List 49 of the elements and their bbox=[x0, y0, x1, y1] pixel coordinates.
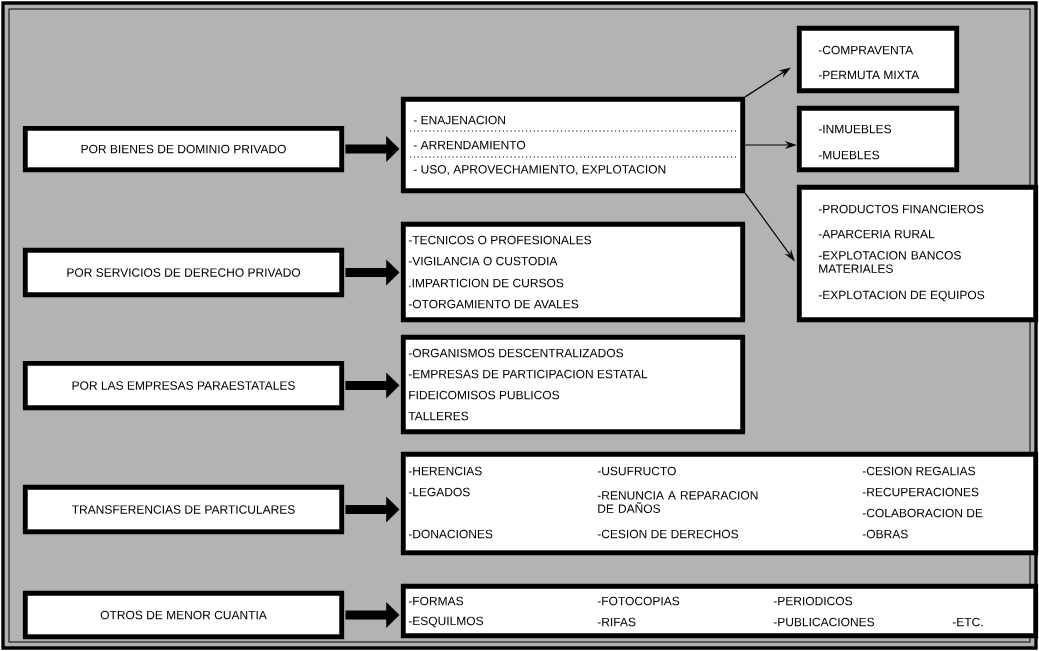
list-box bbox=[400, 334, 746, 435]
list-item: -CESION REGALIAS bbox=[862, 466, 976, 476]
list-box bbox=[796, 105, 960, 173]
list-box bbox=[400, 96, 746, 194]
category-box: POR BIENES DE DOMINIO PRIVADO bbox=[22, 125, 345, 173]
list-item: -ORGANISMOS DESCENTRALIZADOS bbox=[408, 348, 624, 358]
list-box bbox=[400, 451, 1039, 556]
list-item: -RIFAS bbox=[597, 617, 636, 627]
list-item: -USUFRUCTO bbox=[597, 466, 676, 476]
list-item: FIDEICOMISOS PUBLICOS bbox=[409, 390, 560, 400]
category-box: POR SERVICIOS DE DERECHO PRIVADO bbox=[22, 247, 345, 298]
list-item: -CESION DE DERECHOS bbox=[597, 529, 739, 539]
list-item: -ESQUILMOS bbox=[408, 616, 484, 628]
list-item: -COMPRAVENTA bbox=[818, 45, 914, 55]
list-box bbox=[796, 184, 1039, 323]
list-box bbox=[400, 221, 746, 323]
list-box bbox=[796, 25, 960, 94]
list-item: -RECUPERACIONES bbox=[862, 487, 979, 497]
list-item: -COLABORACION DE bbox=[862, 508, 983, 518]
list-box bbox=[400, 583, 1039, 639]
list-item: -PERMUTA MIXTA bbox=[818, 70, 920, 80]
list-item: -RENUNCIA A REPARACION DE DAÑOS bbox=[597, 491, 758, 513]
category-box: TRANSFERENCIAS DE PARTICULARES bbox=[22, 484, 345, 535]
list-item: -FORMAS bbox=[408, 596, 464, 606]
list-item: TALLERES bbox=[408, 411, 469, 421]
category-box: OTROS DE MENOR CUANTIA bbox=[22, 590, 345, 640]
list-item: - USO, APROVECHAMIENTO, EXPLOTACION bbox=[413, 165, 666, 175]
list-item: -INMUEBLES bbox=[818, 124, 892, 134]
list-item: - ENAJENACION bbox=[413, 115, 505, 125]
list-item: -PERIODICOS bbox=[773, 596, 853, 606]
list-item: -PRODUCTOS FINANCIEROS bbox=[818, 204, 984, 214]
list-item: -EMPRESAS DE PARTICIPACION ESTATAL bbox=[408, 369, 648, 379]
list-item: -VIGILANCIA O CUSTODIA bbox=[408, 256, 558, 266]
list-item: .IMPARTICION DE CURSOS bbox=[409, 278, 564, 288]
list-item: - ARRENDAMIENTO bbox=[413, 140, 526, 150]
list-item: -LEGADOS bbox=[408, 487, 470, 497]
list-item: -TECNICOS O PROFESIONALES bbox=[408, 235, 592, 245]
list-item: -DONACIONES bbox=[408, 529, 493, 539]
list-item: -PUBLICACIONES bbox=[773, 617, 875, 627]
list-item: -OBRAS bbox=[862, 529, 908, 539]
list-item: -EXPLOTACION BANCOS MATERIALES bbox=[818, 251, 961, 273]
list-item: -APARCERIA RURAL bbox=[818, 229, 935, 239]
list-item: -ETC. bbox=[952, 617, 983, 627]
list-item: -EXPLOTACION DE EQUIPOS bbox=[818, 290, 985, 302]
category-box: POR LAS EMPRESAS PARAESTATALES bbox=[22, 360, 345, 411]
list-item: -FOTOCOPIAS bbox=[597, 596, 680, 606]
list-item: -OTORGAMIENTO DE AVALES bbox=[408, 299, 579, 309]
list-item: -MUEBLES bbox=[818, 150, 880, 160]
list-item: -HERENCIAS bbox=[408, 466, 482, 476]
